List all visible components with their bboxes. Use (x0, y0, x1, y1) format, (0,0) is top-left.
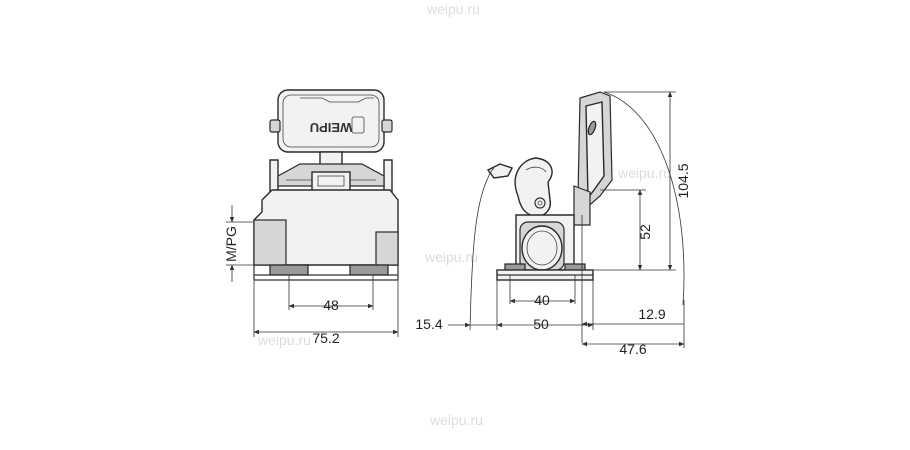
dim-side-base-width-label: 50 (533, 316, 549, 332)
watermark-left: weipu.ru (257, 332, 311, 348)
dim-side-entry-height-label: 52 (637, 224, 653, 240)
watermark-top: weipu.ru (426, 1, 480, 17)
dim-side-overall-height: 104.5 (469, 91, 691, 331)
watermark-middle: weipu.ru (424, 249, 478, 265)
dim-side-entry-height: 52 (600, 189, 653, 271)
front-housing (253, 189, 399, 281)
dim-side-inner-width: 40 (509, 275, 576, 308)
watermark-right: weipu.ru (617, 165, 671, 181)
brand-mark: WEIPU (310, 120, 353, 135)
dim-side-inner-width-label: 40 (534, 292, 550, 308)
dim-front-overall-width: 75.2 (253, 280, 399, 346)
side-housing (496, 214, 594, 281)
dim-front-overall-width-label: 75.2 (312, 330, 339, 346)
watermark-bottom: weipu.ru (429, 412, 483, 428)
dim-side-offset-left: 15.4 (415, 316, 497, 332)
dim-side-offset-right-label: 12.9 (638, 306, 665, 322)
dim-side-base-width: 50 (496, 280, 594, 332)
dim-side-overall-height-label: 104.5 (675, 163, 691, 198)
dim-side-depth: 47.6 (581, 300, 685, 357)
side-cover (573, 91, 613, 226)
side-lever (486, 157, 553, 217)
dim-cable-entry-label: M/PG (223, 226, 239, 262)
dim-front-inner-width: 48 (288, 275, 374, 313)
dim-side-offset-left-label: 15.4 (415, 316, 442, 332)
dim-front-inner-width-label: 48 (323, 297, 339, 313)
front-cover: WEIPU (269, 89, 393, 153)
side-view: 104.5 52 40 50 15.4 (415, 91, 691, 357)
front-view: WEIPU (223, 89, 399, 346)
dim-side-depth-label: 47.6 (619, 341, 646, 357)
dim-side-offset-right: 12.9 (581, 215, 684, 343)
dim-cable-entry: M/PG (223, 205, 254, 282)
